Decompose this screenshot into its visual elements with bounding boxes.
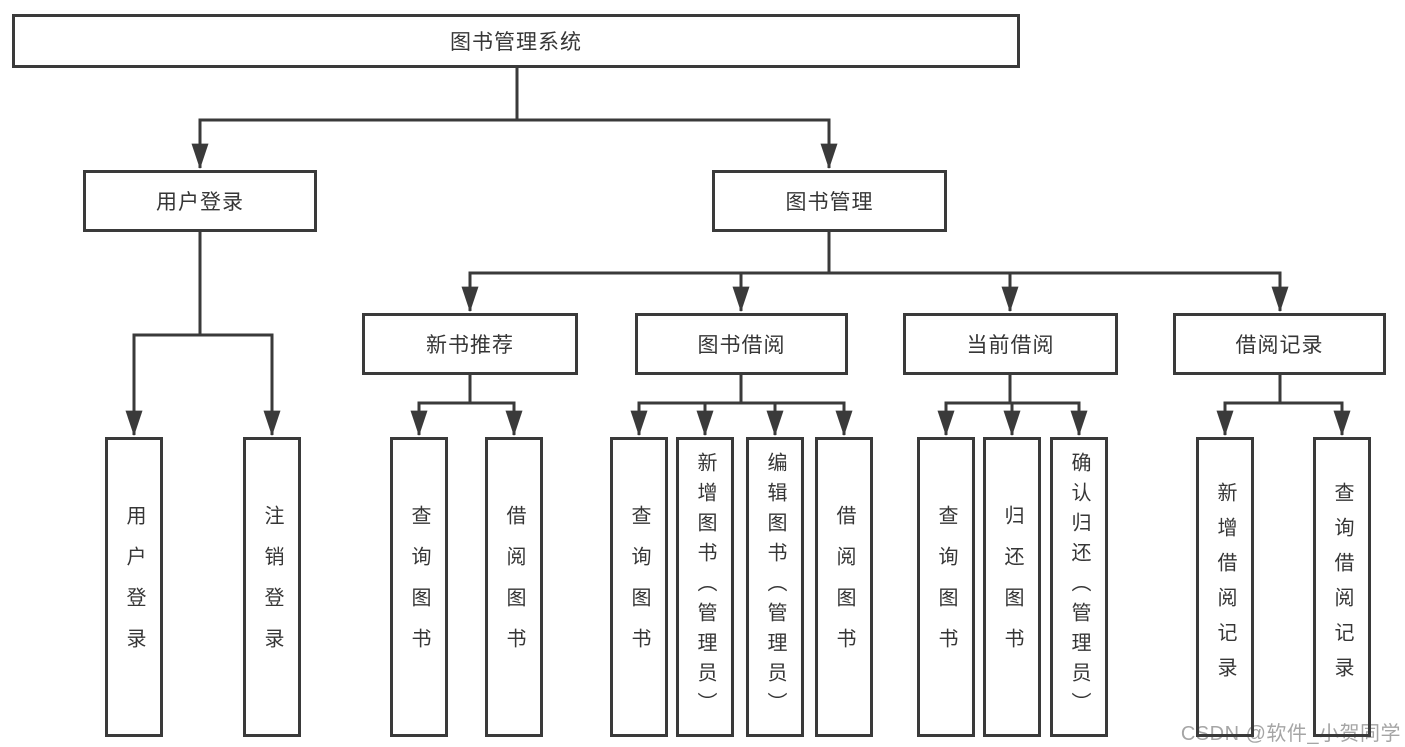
leaf-return-books-label: 归还图书 [1001,505,1023,669]
leaf-borrow-books-recommend: 借阅图书 [485,437,543,737]
node-current-borrowing-label: 当前借阅 [966,334,1055,357]
leaf-borrow-books-borrowing: 借阅图书 [815,437,873,737]
node-library-system: 图书管理系统 [12,14,1020,68]
leaf-user-login-label: 用户登录 [123,505,145,669]
leaf-logout-label: 注销登录 [261,505,283,669]
leaf-add-borrow-record: 新增借阅记录 [1196,437,1254,737]
csdn-watermark: CSDN @软件_小贺同学 [1180,723,1401,745]
leaf-logout: 注销登录 [243,437,301,737]
leaf-query-books-borrowing: 查询图书 [610,437,668,737]
leaf-return-books: 归还图书 [983,437,1041,737]
leaf-add-books-admin: 新增图书（管理员） [676,437,734,737]
leaf-borrow-books-borrowing-label: 借阅图书 [833,505,855,669]
leaf-edit-books-admin: 编辑图书（管理员） [746,437,804,737]
node-book-borrowing-label: 图书借阅 [697,334,786,357]
node-current-borrowing: 当前借阅 [903,313,1118,375]
leaf-query-books-borrowing-label: 查询图书 [628,505,650,669]
leaf-query-borrow-record: 查询借阅记录 [1313,437,1371,737]
leaf-edit-books-admin-label: 编辑图书（管理员） [764,452,786,722]
leaf-query-books-current: 查询图书 [917,437,975,737]
leaf-user-login: 用户登录 [105,437,163,737]
node-book-borrowing: 图书借阅 [635,313,848,375]
leaf-query-books-current-label: 查询图书 [935,505,957,669]
leaf-query-borrow-record-label: 查询借阅记录 [1331,482,1353,692]
leaf-confirm-return-admin: 确认归还（管理员） [1050,437,1108,737]
leaf-borrow-books-recommend-label: 借阅图书 [503,505,525,669]
leaf-add-books-admin-label: 新增图书（管理员） [694,452,716,722]
node-user-login: 用户登录 [83,170,317,232]
node-borrowing-records-label: 借阅记录 [1235,334,1324,357]
node-library-system-label: 图书管理系统 [450,31,582,54]
leaf-add-borrow-record-label: 新增借阅记录 [1214,482,1236,692]
node-book-management: 图书管理 [712,170,947,232]
leaf-query-books-recommend: 查询图书 [390,437,448,737]
leaf-query-books-recommend-label: 查询图书 [408,505,430,669]
node-borrowing-records: 借阅记录 [1173,313,1386,375]
node-book-management-label: 图书管理 [785,191,874,214]
node-new-book-recommend-label: 新书推荐 [426,334,514,357]
node-new-book-recommend: 新书推荐 [362,313,578,375]
leaf-confirm-return-admin-label: 确认归还（管理员） [1068,452,1090,722]
node-user-login-label: 用户登录 [156,191,244,214]
